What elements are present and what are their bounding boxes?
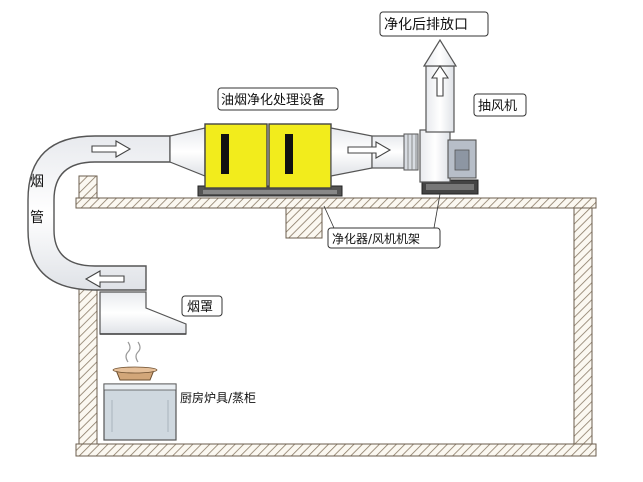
flex-connector — [403, 133, 419, 171]
purifier-unit-1 — [204, 123, 268, 189]
steam-icon — [125, 341, 131, 363]
purifier-unit-2 — [268, 123, 332, 189]
flow-arrow-left-icon — [84, 270, 125, 288]
flow-arrow-right-icon-2 — [347, 141, 392, 159]
fan-callout — [473, 93, 527, 117]
purifier-slot-1 — [221, 134, 229, 174]
exhaust-outlet-callout — [379, 11, 489, 37]
purifier-slot-2 — [285, 134, 293, 174]
hood-label: 烟罩 — [187, 300, 213, 315]
stack-cap — [422, 38, 458, 67]
flow-arrow-up-icon — [430, 65, 450, 97]
left-wall — [78, 283, 98, 445]
duct-reducer-in — [169, 127, 206, 177]
hood-callout — [181, 295, 223, 317]
rack-callout — [327, 227, 441, 249]
duct-label-2: 管 — [30, 210, 44, 226]
range-hood — [99, 291, 187, 335]
roof-slab — [75, 197, 597, 209]
fan-housing — [419, 129, 451, 183]
stove-label: 厨房炉具/蒸柜 — [180, 390, 256, 405]
exhaust-outlet-label: 净化后排放口 — [384, 17, 468, 33]
purifier-callout — [217, 87, 339, 111]
right-wall — [573, 207, 593, 445]
floor-slab — [75, 443, 597, 457]
fan-label: 抽风机 — [478, 99, 517, 114]
left-wall-parapet — [78, 175, 98, 199]
roof-beam — [285, 207, 323, 239]
stove-cabinet — [103, 383, 177, 441]
rack-label: 净化器/风机机架 — [332, 232, 420, 246]
flow-arrow-right-icon — [91, 140, 132, 158]
smoke-duct — [27, 135, 171, 291]
purifier-label: 油烟净化处理设备 — [221, 92, 325, 108]
duct-label-1: 烟 — [30, 174, 44, 190]
